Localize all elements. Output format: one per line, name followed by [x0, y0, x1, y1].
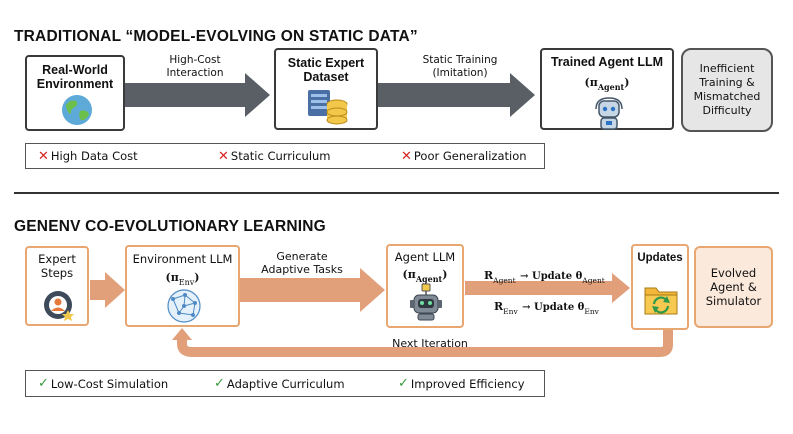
benefits-bar: ✓ Low-Cost Simulation ✓ Adaptive Curricu…: [25, 370, 545, 397]
evolved-result-box: Evolved Agent & Simulator: [694, 246, 773, 328]
folder-sync-icon: [644, 287, 678, 315]
drawback-high-data-cost: ✕ High Data Cost: [38, 148, 138, 164]
arrow-next-iteration-head: [172, 328, 192, 340]
benefit-adaptive-curriculum: ✓ Adaptive Curriculum: [214, 376, 345, 391]
agent-llm-box: Agent LLM (πAgent): [386, 244, 464, 328]
benefit-improved-efficiency: ✓ Improved Efficiency: [398, 376, 525, 391]
label-static-training: Static Training (Imitation): [422, 54, 498, 79]
drawback-static-curriculum: ✕ Static Curriculum: [218, 148, 331, 164]
section-divider: [14, 192, 779, 194]
real-world-environment-box: Real-World Environment: [25, 55, 125, 131]
arrow-expert-to-env: [90, 272, 125, 308]
benefit-low-cost-simulation: ✓ Low-Cost Simulation: [38, 376, 169, 391]
bottom-section-title: GENENV CO-EVOLUTIONARY LEARNING: [14, 218, 326, 235]
trained-agent-llm-label: Trained Agent LLM: [550, 55, 664, 69]
label-next-iteration: Next Iteration: [392, 337, 468, 350]
expert-steps-label: Expert Steps: [38, 252, 76, 280]
environment-llm-box: Environment LLM (πEnv): [125, 245, 240, 327]
updates-box: Updates: [631, 244, 689, 330]
agent-policy-symbol: (πAgent): [584, 76, 630, 93]
arrow-update-upper: [465, 273, 630, 303]
robot-icon: [410, 283, 442, 321]
updates-label: Updates: [637, 252, 683, 264]
environment-llm-label: Environment LLM: [132, 252, 233, 266]
arrow-static-training: [378, 73, 535, 117]
arrow-generate-tasks: [240, 268, 385, 312]
agent-policy-symbol-bottom: (πAgent): [402, 268, 448, 285]
label-update-env: REnv → Update θEnv: [494, 300, 599, 317]
static-expert-dataset-box: Static Expert Dataset: [274, 48, 378, 130]
trained-agent-llm-box: Trained Agent LLM (πAgent): [540, 48, 674, 130]
label-high-cost: High-Cost Interaction: [166, 54, 224, 79]
top-section-title: TRADITIONAL “MODEL-EVOLVING ON STATIC DA…: [14, 28, 418, 45]
check-icon: ✓: [38, 376, 49, 391]
robot-headset-icon: [595, 97, 623, 130]
evolved-result-label: Evolved Agent & Simulator: [705, 266, 762, 308]
arrow-high-cost: [125, 73, 270, 117]
real-world-environment-label: Real-World Environment: [36, 63, 114, 91]
label-update-agent: RAgent → Update θAgent: [484, 269, 605, 286]
arrow-next-iteration: [177, 330, 673, 357]
database-icon: [308, 90, 348, 125]
static-expert-dataset-label: Static Expert Dataset: [287, 56, 365, 84]
inefficient-result-label: Inefficient Training & Mismatched Diffic…: [693, 62, 761, 117]
cross-icon: ✕: [38, 148, 49, 164]
agent-llm-label: Agent LLM: [394, 250, 456, 264]
drawback-poor-generalization: ✕ Poor Generalization: [401, 148, 527, 164]
expert-steps-box: Expert Steps: [25, 246, 89, 326]
cross-icon: ✕: [218, 148, 229, 164]
drawbacks-bar: ✕ High Data Cost ✕ Static Curriculum ✕ P…: [25, 143, 545, 169]
env-policy-symbol: (πEnv): [165, 271, 200, 288]
check-icon: ✓: [398, 376, 409, 391]
check-icon: ✓: [214, 376, 225, 391]
network-globe-icon: [167, 289, 201, 323]
earth-icon: [62, 95, 92, 125]
cross-icon: ✕: [401, 148, 412, 164]
gear-user-icon: [44, 291, 74, 321]
label-generate-tasks: Generate Adaptive Tasks: [261, 250, 343, 276]
inefficient-result-box: Inefficient Training & Mismatched Diffic…: [681, 48, 773, 132]
